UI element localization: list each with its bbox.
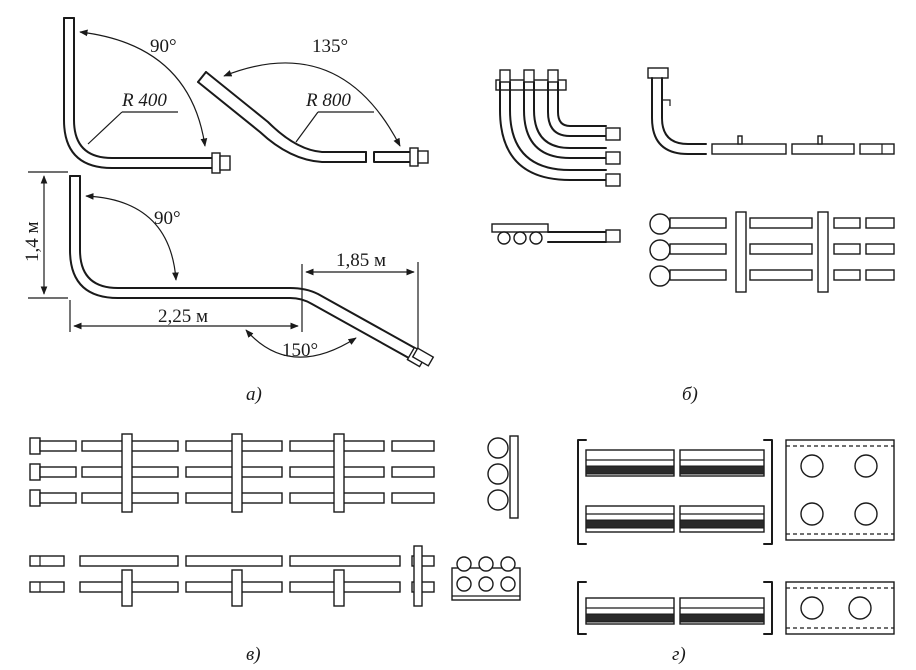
label-angle-90-top: 90°	[150, 36, 177, 57]
triple-bundle-frame	[649, 211, 895, 293]
pipe-combined-bend	[28, 171, 435, 368]
panel-b: б)	[491, 67, 895, 405]
label-height-1-4m: 1,4 м	[22, 221, 43, 262]
single-bend-segments	[647, 67, 895, 155]
container-large-side	[577, 439, 773, 545]
panel-c: в)	[29, 433, 521, 665]
caption-b: б)	[682, 384, 698, 405]
label-radius-400: R 400	[121, 90, 167, 111]
caption-c: в)	[246, 644, 261, 665]
label-length-2-25m: 2,25 м	[158, 306, 208, 327]
panel-a: 90° R 400 135° R 800	[22, 17, 435, 405]
three-pipe-assembly	[29, 433, 519, 519]
label-radius-800: R 800	[305, 90, 351, 111]
label-length-1-85m: 1,85 м	[336, 250, 386, 271]
container-small-side	[577, 581, 773, 635]
caption-d: г)	[672, 644, 686, 665]
container-large-end	[785, 439, 895, 541]
two-row-assembly	[29, 545, 521, 607]
container-small-end	[785, 581, 895, 635]
label-angle-90-bottom: 90°	[154, 208, 181, 229]
pipe-bend-90-r400	[63, 17, 231, 174]
nested-bends-group	[491, 69, 621, 245]
label-angle-150: 150°	[282, 340, 318, 361]
panel-d: г)	[577, 439, 895, 665]
pipe-bend-135-r800	[197, 62, 429, 167]
caption-a: а)	[246, 384, 262, 405]
label-angle-135: 135°	[312, 36, 348, 57]
